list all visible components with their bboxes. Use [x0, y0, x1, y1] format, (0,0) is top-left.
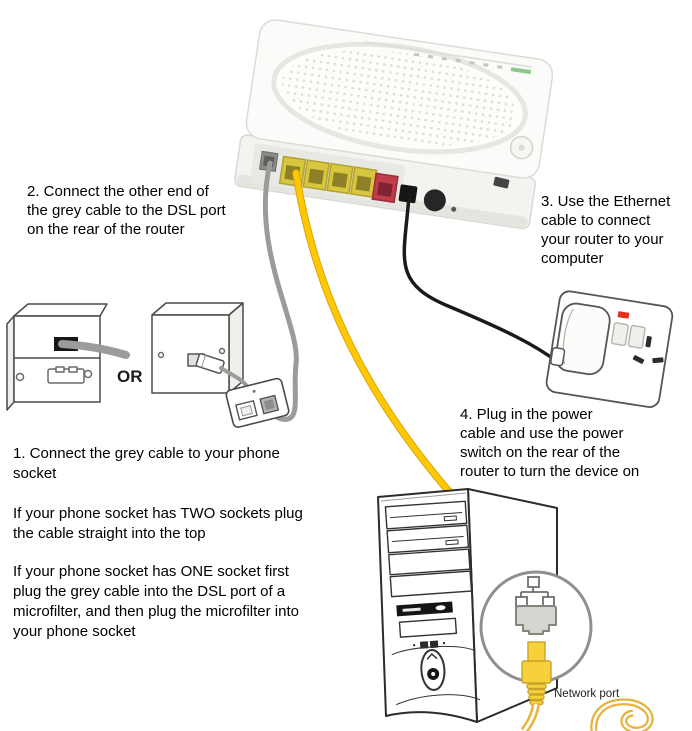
socket-switch	[627, 324, 646, 349]
wan-port-red	[371, 172, 399, 204]
text-line: 1. Connect the grey cable to your phone	[13, 445, 280, 462]
socket-pin-holes	[632, 336, 664, 364]
phone-socket-single-port	[151, 302, 244, 394]
wall-power-socket	[545, 290, 674, 408]
text-line: cable to connect	[541, 212, 651, 229]
status-led-strip	[365, 41, 532, 75]
text-line: If your phone socket has TWO sockets plu…	[13, 505, 303, 522]
step-4-text: 4. Plug in the power cable and use the p…	[460, 405, 639, 481]
step-1-text: 1. Connect the grey cable to your phone …	[13, 444, 280, 484]
router-illustration	[234, 19, 554, 230]
text-line: If your phone socket has ONE socket firs…	[13, 563, 289, 580]
grey-cable-stub	[58, 340, 130, 359]
power-switch-knob	[423, 189, 446, 212]
text-line: the grey cable to the DSL port	[27, 202, 226, 219]
text-line: plug the grey cable into the DSL port of…	[13, 583, 286, 600]
note-one-socket-text: If your phone socket has ONE socket firs…	[13, 562, 299, 642]
text-line: on the rear of the router	[27, 221, 185, 238]
text-line: switch on the rear of the	[460, 444, 621, 461]
floppy-drive	[396, 601, 453, 617]
text-line: microfilter, and then plug the microfilt…	[13, 603, 299, 620]
wps-button	[509, 135, 534, 160]
rj45-port	[515, 605, 557, 635]
yellow-ethernet-cable	[292, 169, 456, 499]
power-led-red	[617, 311, 630, 319]
text-line: cable and use the power	[460, 425, 624, 442]
step-3-text: 3. Use the Ethernet cable to connect you…	[541, 192, 670, 268]
text-line: 2. Connect the other end of	[27, 183, 209, 200]
drive-bay	[388, 548, 471, 576]
text-line: 4. Plug in the power	[460, 406, 593, 423]
drive-bay	[389, 570, 473, 598]
text-line: your phone socket	[13, 623, 136, 640]
tower-power-button	[420, 649, 446, 691]
text-line: socket	[13, 465, 57, 482]
reset-hole	[451, 206, 457, 212]
power-plug	[550, 302, 611, 376]
text-line: your router to your	[541, 231, 664, 248]
front-panel	[398, 617, 458, 638]
computer-tower	[377, 488, 558, 723]
note-two-sockets-text: If your phone socket has TWO sockets plu…	[13, 504, 303, 544]
network-port-label: Network port	[554, 688, 620, 700]
black-power-cable	[402, 193, 561, 365]
microfilter	[225, 377, 290, 428]
socket-switch	[610, 322, 629, 347]
network-port-magnifier	[479, 570, 593, 731]
text-line: the cable straight into the top	[13, 525, 206, 542]
yellow-cable-loop	[590, 698, 654, 731]
step-2-text: 2. Connect the other end of the grey cab…	[27, 182, 226, 239]
green-led	[510, 67, 532, 75]
text-line: computer	[541, 250, 604, 267]
text-line: router to turn the device on	[460, 463, 640, 480]
text-line: 3. Use the Ethernet	[541, 193, 671, 210]
phone-socket-two-port	[6, 303, 108, 411]
usb-port	[493, 176, 510, 189]
or-label: OR	[117, 367, 143, 386]
rj45-connector-yellow	[521, 641, 552, 706]
